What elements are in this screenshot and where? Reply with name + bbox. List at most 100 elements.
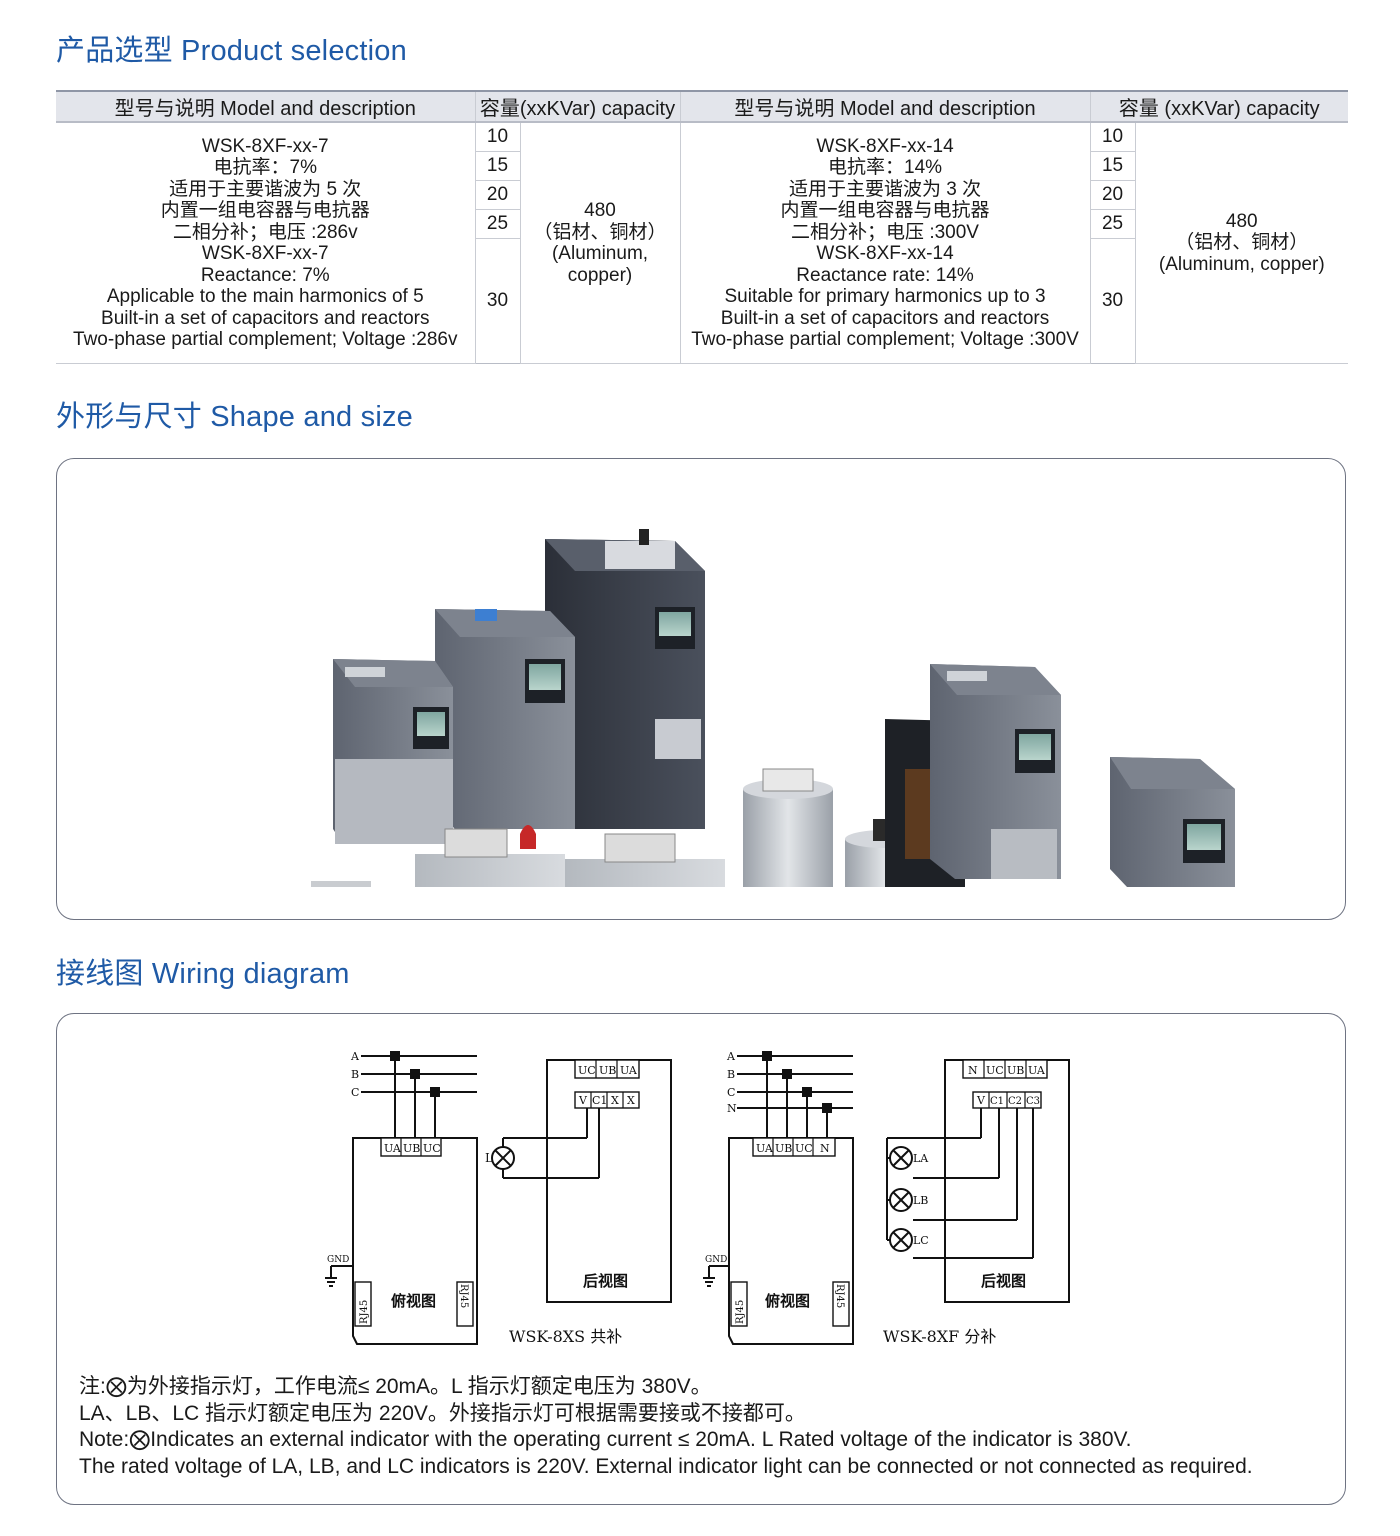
rj45-label: RJ45 xyxy=(458,1284,469,1308)
table-row: 30 30 xyxy=(56,238,1348,364)
right-material-line: （铝材、铜材） xyxy=(1175,232,1309,254)
note-line: Note:⨂Indicates an external indicator wi… xyxy=(79,1428,1132,1451)
small-right-unit xyxy=(1110,757,1235,887)
rear-terminal-label: V xyxy=(578,1094,588,1107)
left-desc-line: Applicable to the main harmonics of 5 xyxy=(106,286,424,307)
left-desc-line: 内置一组电容器与电抗器 xyxy=(160,200,370,221)
medium-grey-unit xyxy=(435,609,575,829)
note-line: 注:⨂为外接指示灯，工作电流≤ 20mA。L 指示灯额定电压为 380V。 xyxy=(79,1375,712,1398)
left-material-line: （铝材、铜材） xyxy=(533,221,667,243)
terminal-label: UA xyxy=(756,1142,774,1155)
right-desc-line: Suitable for primary harmonics up to 3 xyxy=(724,286,1046,307)
rear-terminal-label: C1 xyxy=(592,1094,607,1107)
phase-label: N xyxy=(727,1102,737,1115)
right-desc-line: Built-in a set of capacitors and reactor… xyxy=(720,307,1050,329)
left-material-line: copper) xyxy=(567,264,633,286)
gnd-label: GND xyxy=(327,1255,349,1265)
rear-terminal-label: UC xyxy=(578,1064,596,1077)
left-desc-line: Two-phase partial complement; Voltage :2… xyxy=(73,329,458,350)
table-row: 20 20 xyxy=(56,180,1348,210)
capacitor-boxes xyxy=(311,825,725,887)
product-photo-frame xyxy=(56,458,1346,920)
left-capacity-cell: 25 xyxy=(474,209,521,239)
caption-xf: WSK-8XF 分补 xyxy=(883,1327,996,1346)
left-desc-line: WSK-8XF-xx-7 xyxy=(201,243,329,264)
section-title-product-selection: 产品选型 Product selection xyxy=(56,35,407,67)
rear-terminal-label: N xyxy=(968,1064,978,1077)
terminal-label: UC xyxy=(795,1142,813,1155)
rj45-label: RJ45 xyxy=(834,1284,845,1308)
left-capacity-cell: 10 xyxy=(474,121,521,152)
right-desc-line: 内置一组电容器与电抗器 xyxy=(780,200,990,221)
phase-label: C xyxy=(727,1086,735,1099)
product-selection-table: 型号与说明 Model and description 容量(xxKVar) c… xyxy=(56,90,1349,364)
terminal-label: UA xyxy=(384,1142,402,1155)
table-row: 15 15 xyxy=(56,151,1348,181)
lamp-label: LC xyxy=(913,1234,929,1247)
lamp-label: LA xyxy=(913,1152,929,1165)
product-photo xyxy=(311,529,1235,887)
rj45-label: RJ45 xyxy=(735,1300,746,1324)
left-desc-line: 适用于主要谐波为 5 次 xyxy=(169,178,362,200)
terminal-label: UC xyxy=(423,1142,441,1155)
terminal-label: UB xyxy=(403,1142,420,1155)
rear-terminal-label: X xyxy=(627,1094,635,1107)
terminal-label: UB xyxy=(775,1142,792,1155)
right-desc-line: WSK-8XF-xx-14 xyxy=(816,243,954,264)
wiring-notes: 注:⨂为外接指示灯，工作电流≤ 20mA。L 指示灯额定电压为 380V。 LA… xyxy=(79,1374,1253,1480)
rear-view-label: 后视图 xyxy=(583,1272,628,1290)
right-desc-line: Two-phase partial complement; Voltage :3… xyxy=(691,329,1079,350)
right-capacity-cell: 25 xyxy=(1089,209,1136,239)
right-desc-line: 二相分补；电压 :300V xyxy=(791,221,979,243)
right-capacity-cell: 20 xyxy=(1089,180,1136,210)
left-capacity-cell: 20 xyxy=(474,180,521,210)
left-desc-line: Reactance: 7% xyxy=(200,264,330,286)
header-capacity-left: 容量(xxKVar) capacity xyxy=(474,90,681,123)
wiring-diagram-frame: A B C A B C N UA UB UC UA UB UC N UC UB … xyxy=(56,1013,1346,1505)
phase-label: B xyxy=(727,1068,735,1081)
note-line: LA、LB、LC 指示灯额定电压为 220V。外接指示灯可根据需要接或不接都可。 xyxy=(79,1401,806,1425)
right-desc-line: 电抗率：14% xyxy=(828,157,943,178)
left-desc-line: 电抗率：7% xyxy=(213,157,317,178)
right-capacity-cell: 15 xyxy=(1089,151,1136,181)
rear-terminal-label: C3 xyxy=(1026,1096,1040,1107)
table-row: 25 25 xyxy=(56,209,1348,239)
phase-label: A xyxy=(350,1050,360,1063)
rear-terminal-label: UB xyxy=(599,1064,616,1077)
left-material-line: 480 xyxy=(584,200,616,221)
phase-label: C xyxy=(351,1086,359,1099)
header-capacity-right: 容量 (xxKVar) capacity xyxy=(1089,90,1349,123)
small-left-unit xyxy=(333,659,453,844)
caption-xs: WSK-8XS 共补 xyxy=(509,1327,622,1346)
header-model-right: 型号与说明 Model and description xyxy=(679,90,1091,123)
left-capacity-cell: 30 xyxy=(474,238,521,364)
rear-view-label: 后视图 xyxy=(981,1272,1026,1290)
rear-terminal-label: UA xyxy=(620,1064,638,1077)
right-desc-line: Reactance rate: 14% xyxy=(796,264,974,286)
right-description-cell: WSK-8XF-xx-14 电抗率：14% 适用于主要谐波为 3 次 内置一组电… xyxy=(679,121,1091,364)
left-desc-line: WSK-8XF-xx-7 xyxy=(201,135,329,157)
rear-terminal-label: V xyxy=(976,1094,986,1107)
left-material-line: (Aluminum, xyxy=(551,243,649,264)
table-header-row: 型号与说明 Model and description 容量(xxKVar) c… xyxy=(56,90,1349,123)
right-desc-line: WSK-8XF-xx-14 xyxy=(816,135,954,157)
rear-terminal-label: C2 xyxy=(1008,1096,1022,1107)
wiring-diagram: A B C A B C N UA UB UC UA UB UC N UC UB … xyxy=(325,1050,1070,1346)
rear-terminal-label: UA xyxy=(1028,1064,1046,1077)
rear-terminal-label: C1 xyxy=(990,1096,1004,1107)
top-view-label: 俯视图 xyxy=(765,1292,810,1310)
rear-terminal-label: UB xyxy=(1007,1064,1024,1077)
left-desc-line: Built-in a set of capacitors and reactor… xyxy=(101,307,430,329)
rear-terminal-label: X xyxy=(611,1094,619,1107)
left-material-cell: 480 （铝材、铜材） (Aluminum, copper) xyxy=(519,121,681,364)
lamp-label: LB xyxy=(913,1194,928,1207)
lamp-label: L xyxy=(485,1151,493,1165)
left-description-cell: WSK-8XF-xx-7 电抗率：7% 适用于主要谐波为 5 次 内置一组电容器… xyxy=(56,121,476,364)
gnd-label: GND xyxy=(705,1255,727,1265)
note-line: The rated voltage of LA, LB, and LC indi… xyxy=(79,1454,1253,1478)
terminal-label: N xyxy=(820,1142,830,1155)
phase-label: B xyxy=(351,1068,359,1081)
header-model-left: 型号与说明 Model and description xyxy=(56,90,476,123)
right-material-line: 480 xyxy=(1225,210,1258,232)
right-tall-unit xyxy=(930,664,1061,879)
